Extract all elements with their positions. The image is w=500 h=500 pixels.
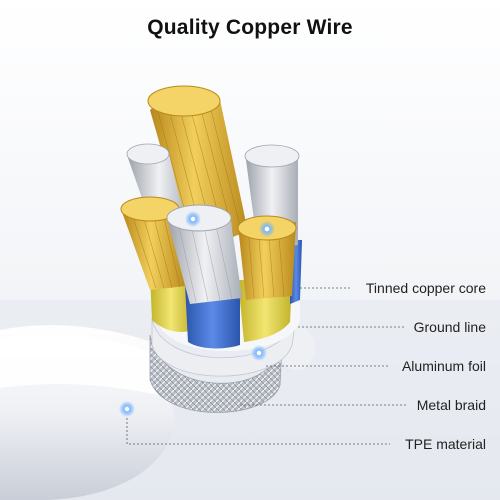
label-tinned-copper-core: Tinned copper core — [365, 280, 486, 296]
aluminum-foil — [151, 317, 297, 377]
label-aluminum-foil: Aluminum foil — [401, 358, 486, 374]
marker-dot-icon — [119, 401, 135, 417]
label-tpe-material: TPE material — [405, 436, 486, 452]
marker-dot-icon — [185, 211, 201, 227]
marker-dot-icon — [251, 345, 267, 361]
leader-lines — [126, 287, 406, 445]
label-ground-line: Ground line — [413, 319, 486, 335]
page-title: Quality Copper Wire — [147, 16, 353, 39]
label-metal-braid: Metal braid — [416, 397, 486, 413]
marker-dot-icon — [259, 221, 275, 237]
